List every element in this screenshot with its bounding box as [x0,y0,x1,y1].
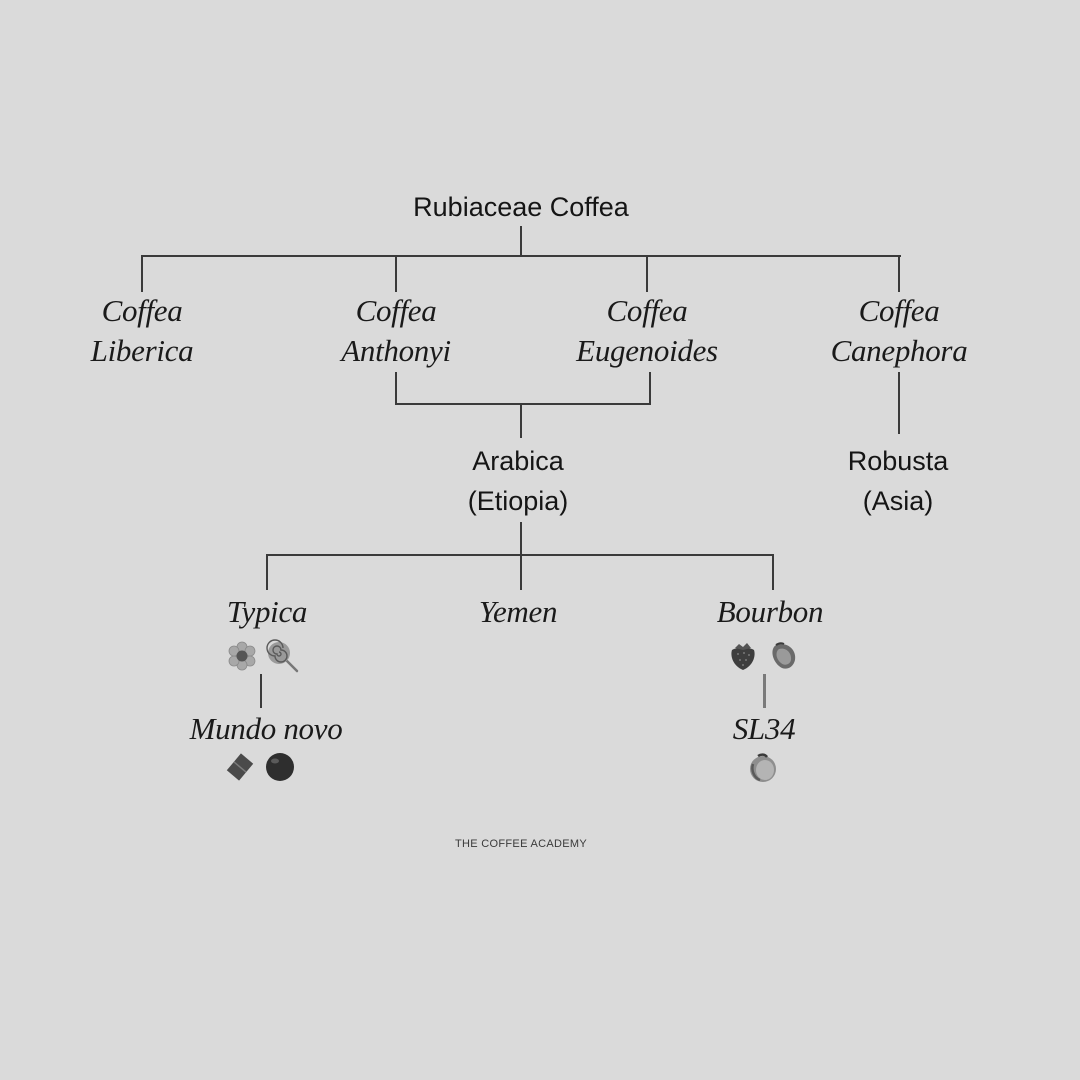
species-liberica: Coffea Liberica [91,291,194,371]
typica-flavor-icons [225,639,299,673]
connector-bourbon-sl34 [763,674,766,708]
variety-yemen: Yemen [478,592,558,632]
robusta-label: Robusta [847,446,949,476]
strawberry-icon [726,639,760,673]
variety-typica: Typica [226,592,308,632]
connector-arabica-down [520,522,522,556]
variety-mundo-novo: Mundo novo [190,709,343,749]
species-name: Eugenoides [576,333,718,368]
connector-yemen [520,555,522,590]
variety-label: Mundo novo [189,711,343,746]
connector-root-down [520,226,522,257]
lollipop-icon [265,639,299,673]
connector-anthonyi-down [395,372,397,405]
sl34-flavor-icons [745,750,779,784]
peach-icon [745,750,779,784]
connector-arabica-up [520,404,522,438]
connector-species-bar [141,255,901,257]
flower-icon [225,639,259,673]
footer-brand: THE COFFEE ACADEMY [455,838,587,850]
species-name: Anthonyi [341,333,451,368]
variety-label: Bourbon [716,594,824,629]
node-arabica: Arabica (Etiopia) [468,441,569,521]
variety-bourbon: Bourbon [716,592,824,632]
root-node: Rubiaceae Coffea [413,187,629,227]
species-name: Liberica [90,333,194,368]
species-genus: Coffea [606,293,688,328]
connector-eugenoides [646,256,648,292]
robusta-origin: (Asia) [862,486,934,516]
connector-liberica [141,256,143,292]
arabica-label: Arabica [472,446,564,476]
species-genus: Coffea [858,293,940,328]
species-eugenoides: Coffea Eugenoides [576,291,718,371]
mundo-novo-flavor-icons [223,750,297,784]
arabica-origin: (Etiopia) [467,486,569,516]
connector-eugenoides-down [649,372,651,405]
connector-robusta [898,372,900,434]
connector-typica-mundo-novo [260,674,262,708]
connector-canephora [898,256,900,292]
plum-icon [263,750,297,784]
species-genus: Coffea [355,293,437,328]
variety-label: Typica [226,594,308,629]
chocolate-icon [223,750,257,784]
connector-bourbon [772,555,774,590]
root-label: Rubiaceae Coffea [413,192,629,222]
species-anthonyi: Coffea Anthonyi [341,291,451,371]
variety-sl34: SL34 [733,709,796,749]
species-canephora: Coffea Canephora [831,291,968,371]
variety-label: Yemen [478,594,558,629]
connector-typica [266,555,268,590]
bourbon-flavor-icons [726,639,800,673]
connector-arabica-bar [395,403,651,405]
species-genus: Coffea [101,293,183,328]
connector-anthonyi [395,256,397,292]
species-name: Canephora [830,333,968,368]
node-robusta: Robusta (Asia) [848,441,949,521]
mango-icon [766,639,800,673]
variety-label: SL34 [732,711,796,746]
